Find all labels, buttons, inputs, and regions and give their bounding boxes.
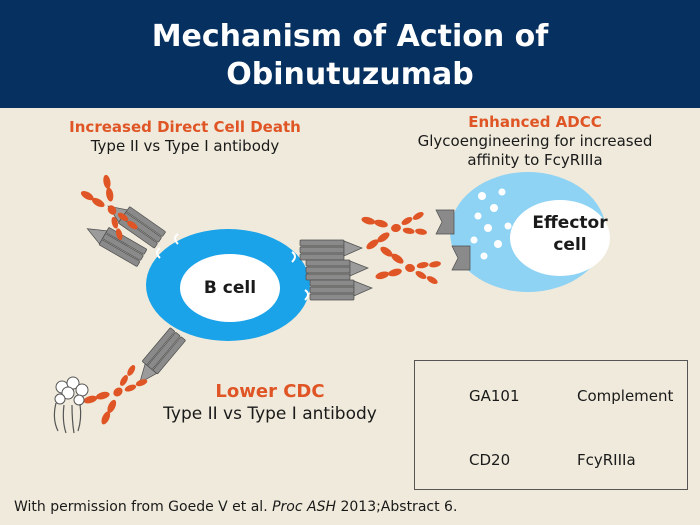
legend-fcyriiia-label: FcyRIIIa bbox=[577, 451, 636, 469]
effector-label-line2: cell bbox=[553, 235, 587, 255]
cd20-receptor bbox=[305, 259, 369, 281]
footer-journal: Proc ASH bbox=[272, 499, 337, 515]
effector-cell-label: Effector cell bbox=[520, 212, 620, 256]
footer-prefix: With permission from Goede V et al. bbox=[14, 499, 273, 515]
legend-cd20-label: CD20 bbox=[469, 451, 511, 469]
cd20-receptor bbox=[309, 279, 373, 301]
b-cell-nucleus bbox=[180, 254, 280, 322]
callout-cdc-text: Type II vs Type I antibody bbox=[163, 404, 377, 424]
callout-adcc-text-line2: affinity to FcyRIIIa bbox=[467, 151, 603, 169]
fcr-receptor bbox=[435, 209, 455, 235]
title-line-1: Mechanism of Action of bbox=[151, 19, 549, 54]
effector-cell-nucleus bbox=[510, 200, 610, 276]
title-bar bbox=[0, 0, 700, 108]
fcr-receptor bbox=[451, 245, 471, 271]
callout-direct-cell-death-text: Type II vs Type I antibody bbox=[90, 137, 280, 155]
callout-adcc: Enhanced ADCC Glycoengineering for incre… bbox=[385, 113, 685, 170]
callout-direct-cell-death-heading: Increased Direct Cell Death bbox=[69, 118, 301, 136]
b-cell-hooks bbox=[156, 233, 309, 301]
legend-ga101-label: GA101 bbox=[469, 387, 520, 405]
b-cell-label: B cell bbox=[203, 278, 257, 298]
title-line-2: Obinutuzumab bbox=[226, 57, 474, 92]
footer-citation: With permission from Goede V et al. Proc… bbox=[14, 499, 457, 515]
callout-cdc-heading: Lower CDC bbox=[215, 381, 325, 402]
footer-suffix: 2013;Abstract 6. bbox=[336, 499, 458, 515]
effector-label-line1: Effector bbox=[532, 213, 608, 233]
ga101-antibody bbox=[359, 204, 430, 252]
callout-cdc: Lower CDC Type II vs Type I antibody bbox=[140, 380, 400, 426]
callout-direct-cell-death: Increased Direct Cell Death Type II vs T… bbox=[35, 118, 335, 156]
cd20-receptor bbox=[130, 327, 187, 389]
legend-complement-label: Complement bbox=[577, 387, 674, 405]
effector-granules bbox=[470, 188, 512, 260]
ga101-antibody bbox=[373, 244, 444, 292]
callout-adcc-heading: Enhanced ADCC bbox=[468, 113, 602, 131]
cd20-receptor bbox=[299, 239, 363, 261]
legend-box: GA101 Complement CD20 FcyRIIIa bbox=[414, 360, 688, 490]
callout-adcc-text-line1: Glycoengineering for increased bbox=[417, 132, 653, 150]
slide-title: Mechanism of Action of Obinutuzumab bbox=[0, 18, 700, 94]
complement-protein bbox=[53, 376, 89, 434]
